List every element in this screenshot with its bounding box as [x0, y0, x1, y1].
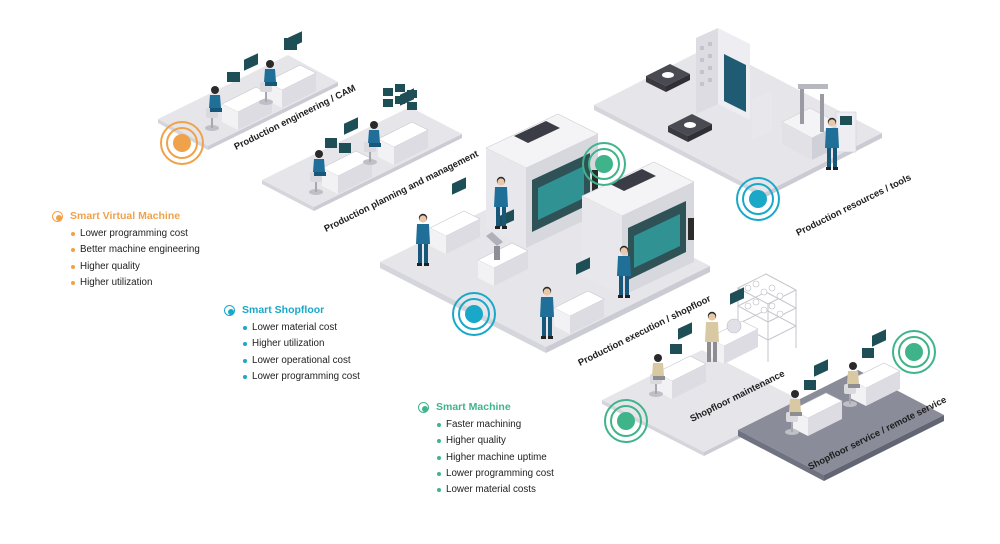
bullet-icon: [71, 264, 75, 269]
bullet-icon: [243, 326, 247, 331]
machine-legend-icon: [418, 401, 429, 413]
legend-title: Smart Virtual Machine: [70, 210, 181, 222]
legend-item: Lower operational cost: [243, 353, 360, 369]
legend-item: Higher machine uptime: [437, 450, 554, 466]
legend-item: Lower material costs: [437, 482, 554, 498]
legend-item-text: Higher utilization: [252, 338, 325, 350]
bullet-icon: [437, 488, 441, 493]
bullet-icon: [437, 472, 441, 477]
bullet-icon: [71, 281, 75, 286]
bullet-icon: [243, 358, 247, 363]
legend-item-text: Better machine engineering: [80, 244, 200, 256]
bullet-icon: [71, 232, 75, 237]
legend-item: Faster machining: [437, 417, 554, 433]
shopfloor-target-icon-execution: [452, 292, 496, 336]
legend-item-text: Lower operational cost: [252, 354, 351, 366]
legend-title-row: Smart Shopfloor: [224, 302, 360, 318]
bullet-icon: [243, 342, 247, 347]
legend-item-text: Lower programming cost: [252, 370, 360, 382]
virtual-machine-target-icon: [160, 121, 204, 165]
legend-title-row: Smart Machine: [418, 399, 554, 415]
legend-list: Lower material cost Higher utilization L…: [243, 320, 360, 385]
legend-title-row: Smart Virtual Machine: [52, 208, 200, 224]
bullet-icon: [243, 375, 247, 380]
machine-target-icon-maintenance: [604, 399, 648, 443]
legend-smart-virtual-machine: Smart Virtual Machine Lower programming …: [52, 208, 200, 291]
legend-list: Lower programming cost Better machine en…: [71, 226, 200, 291]
bullet-icon: [71, 248, 75, 253]
legend-item-text: Higher utilization: [80, 276, 153, 288]
legend-title: Smart Shopfloor: [242, 304, 325, 316]
legend-item: Better machine engineering: [71, 242, 200, 258]
legend-item: Higher utilization: [243, 336, 360, 352]
legend-item: Lower programming cost: [437, 466, 554, 482]
bullet-icon: [437, 455, 441, 460]
machine-target-icon-execution: [582, 142, 626, 186]
legend-list: Faster machining Higher quality Higher m…: [437, 417, 554, 498]
legend-smart-shopfloor: Smart Shopfloor Lower material cost High…: [224, 302, 360, 385]
legend-smart-machine: Smart Machine Faster machining Higher qu…: [418, 399, 554, 498]
shopfloor-legend-icon: [224, 304, 235, 316]
legend-item: Higher quality: [437, 433, 554, 449]
legend-item-text: Higher quality: [80, 260, 140, 272]
legend-item-text: Lower programming cost: [446, 467, 554, 479]
virtual-machine-legend-icon: [52, 210, 63, 222]
legend-item-text: Higher quality: [446, 435, 506, 447]
shopfloor-target-icon-resources: [736, 177, 780, 221]
legend-item: Lower programming cost: [71, 226, 200, 242]
machine-target-icon-service: [892, 330, 936, 374]
legend-item-text: Lower material costs: [446, 484, 536, 496]
legend-item-text: Lower material cost: [252, 322, 337, 333]
legend-item-text: Faster machining: [446, 419, 522, 430]
legend-title: Smart Machine: [436, 401, 511, 413]
area-label-resources: Production resources / tools: [794, 171, 913, 238]
bullet-icon: [437, 423, 441, 428]
bullet-icon: [437, 439, 441, 444]
legend-item: Higher quality: [71, 259, 200, 275]
legend-item-text: Lower programming cost: [80, 228, 188, 239]
legend-item: Lower material cost: [243, 320, 360, 336]
legend-item: Higher utilization: [71, 275, 200, 291]
legend-item: Lower programming cost: [243, 369, 360, 385]
legend-item-text: Higher machine uptime: [446, 451, 547, 463]
